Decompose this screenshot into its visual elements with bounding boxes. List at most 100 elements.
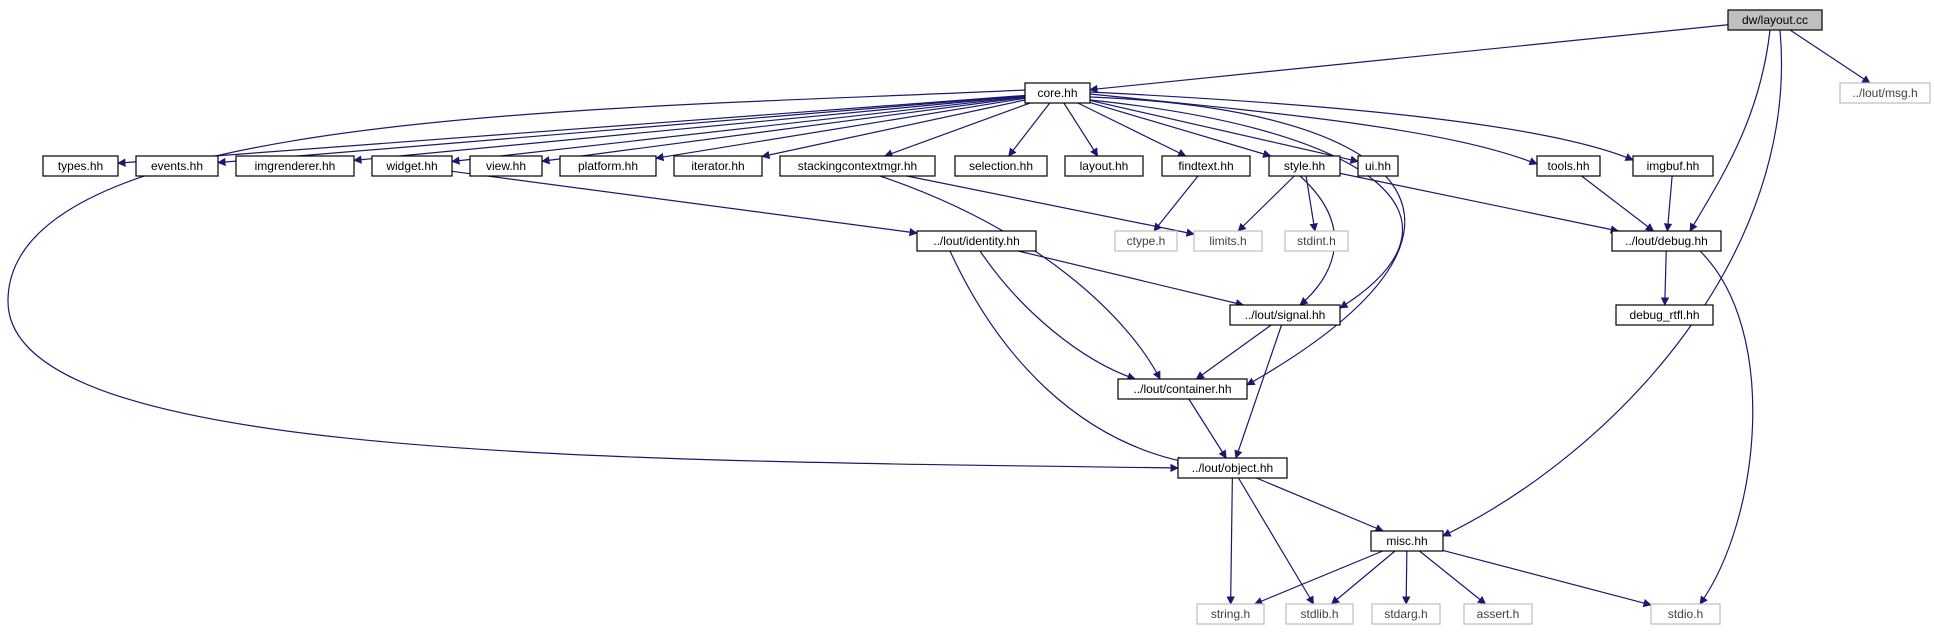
node-stdarg-h: stdarg.h [1371,603,1441,625]
edge-signal_hh-to-object_hh [1234,324,1283,459]
edge-debug_hh-to-debug_rtfl_hh [1660,250,1670,306]
node-box [1285,603,1354,625]
node-label: stdlib.h [1300,607,1338,621]
edge-misc_hh-to-assert_h [1419,550,1487,605]
edge-core_hh-to-events_hh [217,95,1026,167]
node-box [1357,155,1399,177]
edge-tools_hh-to-debug_hh [1581,175,1655,232]
edge-core_hh-to-imgrenderer_hh [353,95,1026,164]
node-signal-hh[interactable]: ../lout/signal.hh [1229,304,1341,326]
node-identity-hh[interactable]: ../lout/identity.hh [916,230,1037,252]
edge-layout_cc-to-msg_h [1789,29,1871,84]
edge-core_hh-to-object_hh [7,89,1179,473]
node-label: stackingcontextmgr.hh [798,159,917,173]
edge-misc_hh-to-string_h [1253,550,1384,605]
node-ui-hh[interactable]: ui.hh [1357,155,1399,177]
edge-findtext_hh-to-ctype_h [1153,175,1199,232]
node-container-hh[interactable]: ../lout/container.hh [1117,378,1248,400]
edge-core_hh-to-selection_hh [1008,102,1051,157]
node-types-hh[interactable]: types.hh [42,155,119,177]
node-stackingcontextmgr-hh[interactable]: stackingcontextmgr.hh [779,155,936,177]
node-label: imgbuf.hh [1647,159,1700,173]
node-box [1177,457,1288,479]
node-box [1611,230,1722,252]
node-box [1024,82,1091,104]
node-iterator-hh[interactable]: iterator.hh [673,155,763,177]
node-box [559,155,657,177]
edge-stackingcontextmgr_hh-to-container_hh [879,175,1161,380]
edge-core_hh-to-layout_hh [1063,102,1099,157]
node-layout-hh[interactable]: layout.hh [1064,155,1144,177]
node-object-hh[interactable]: ../lout/object.hh [1177,457,1288,479]
node-imgbuf-hh[interactable]: imgbuf.hh [1632,155,1714,177]
node-label: stdarg.h [1384,607,1427,621]
edge-core_hh-to-view_hh [541,96,1026,165]
edge-layout_cc-to-core_hh [1089,24,1729,94]
node-box [916,230,1037,252]
node-view-hh[interactable]: view.hh [469,155,543,177]
node-box [673,155,763,177]
node-label: view.hh [486,159,526,173]
edge-signal_hh-to-container_hh [1195,324,1272,380]
node-box [1196,603,1265,625]
edge-core_hh-to-signal_hh [1089,99,1403,309]
node-layout-cc[interactable]: dw/layout.cc [1727,9,1823,31]
node-box [1650,603,1721,625]
edge-identity_hh-to-signal_hh [1018,250,1245,308]
node-box [1268,155,1341,177]
node-label: ctype.h [1127,234,1166,248]
edge-misc_hh-to-stdio_h [1442,549,1652,608]
node-box [1114,230,1178,252]
node-label: types.hh [58,159,103,173]
edge-core_hh-to-container_hh [1089,96,1406,386]
node-label: findtext.hh [1178,159,1233,173]
node-box [1463,603,1533,625]
node-label: tools.hh [1547,159,1589,173]
node-label: core.hh [1037,86,1077,100]
node-widget-hh[interactable]: widget.hh [371,155,453,177]
node-stdio-h: stdio.h [1650,603,1721,625]
node-selection-hh[interactable]: selection.hh [954,155,1048,177]
edge-core_hh-to-types_hh [117,94,1026,167]
edge-object_hh-to-string_h [1226,477,1235,605]
edge-layout_cc-to-debug_hh [1689,29,1771,232]
node-style-hh[interactable]: style.hh [1268,155,1341,177]
node-debug-rtfl-hh[interactable]: debug_rtfl.hh [1615,304,1714,326]
node-box [1371,603,1441,625]
node-platform-hh[interactable]: platform.hh [559,155,657,177]
node-label: assert.h [1477,607,1520,621]
node-misc-hh[interactable]: misc.hh [1370,530,1444,552]
node-tools-hh[interactable]: tools.hh [1536,155,1601,177]
node-msg-h: ../lout/msg.h [1839,82,1931,104]
node-box [1727,9,1823,31]
node-box [1839,82,1931,104]
node-box [779,155,936,177]
node-label: ../lout/debug.hh [1625,234,1708,248]
node-label: widget.hh [385,159,437,173]
node-box [135,155,219,177]
edge-core_hh-to-findtext_hh [1077,102,1187,157]
node-box [1615,304,1714,326]
node-events-hh[interactable]: events.hh [135,155,219,177]
edge-layout_cc-to-misc_hh [1442,29,1783,537]
node-core-hh[interactable]: core.hh [1024,82,1091,104]
node-box [954,155,1048,177]
node-string-h: string.h [1196,603,1265,625]
node-label: events.hh [151,159,203,173]
nodes-layer: dw/layout.cc core.hh ../lout/msg.h types.hh… [42,9,1931,625]
node-debug-hh[interactable]: ../lout/debug.hh [1611,230,1722,252]
edge-core_hh-to-platform_hh [655,97,1026,162]
node-label: stdint.h [1297,234,1336,248]
edge-identity_hh-to-object_hh [949,250,1186,465]
edge-style_hh-to-stdint_h [1305,175,1318,232]
edge-core_hh-to-iterator_hh [761,99,1026,160]
node-box [1161,155,1251,177]
node-label: stdio.h [1668,607,1703,621]
edge-object_hh-to-stdlib_h [1237,477,1315,605]
edge-core_hh-to-widget_hh [451,96,1026,165]
node-imgrenderer-hh[interactable]: imgrenderer.hh [235,155,355,177]
node-label: dw/layout.cc [1742,13,1808,27]
node-findtext-hh[interactable]: findtext.hh [1161,155,1251,177]
edge-core_hh-to-ui_hh [1089,99,1359,164]
